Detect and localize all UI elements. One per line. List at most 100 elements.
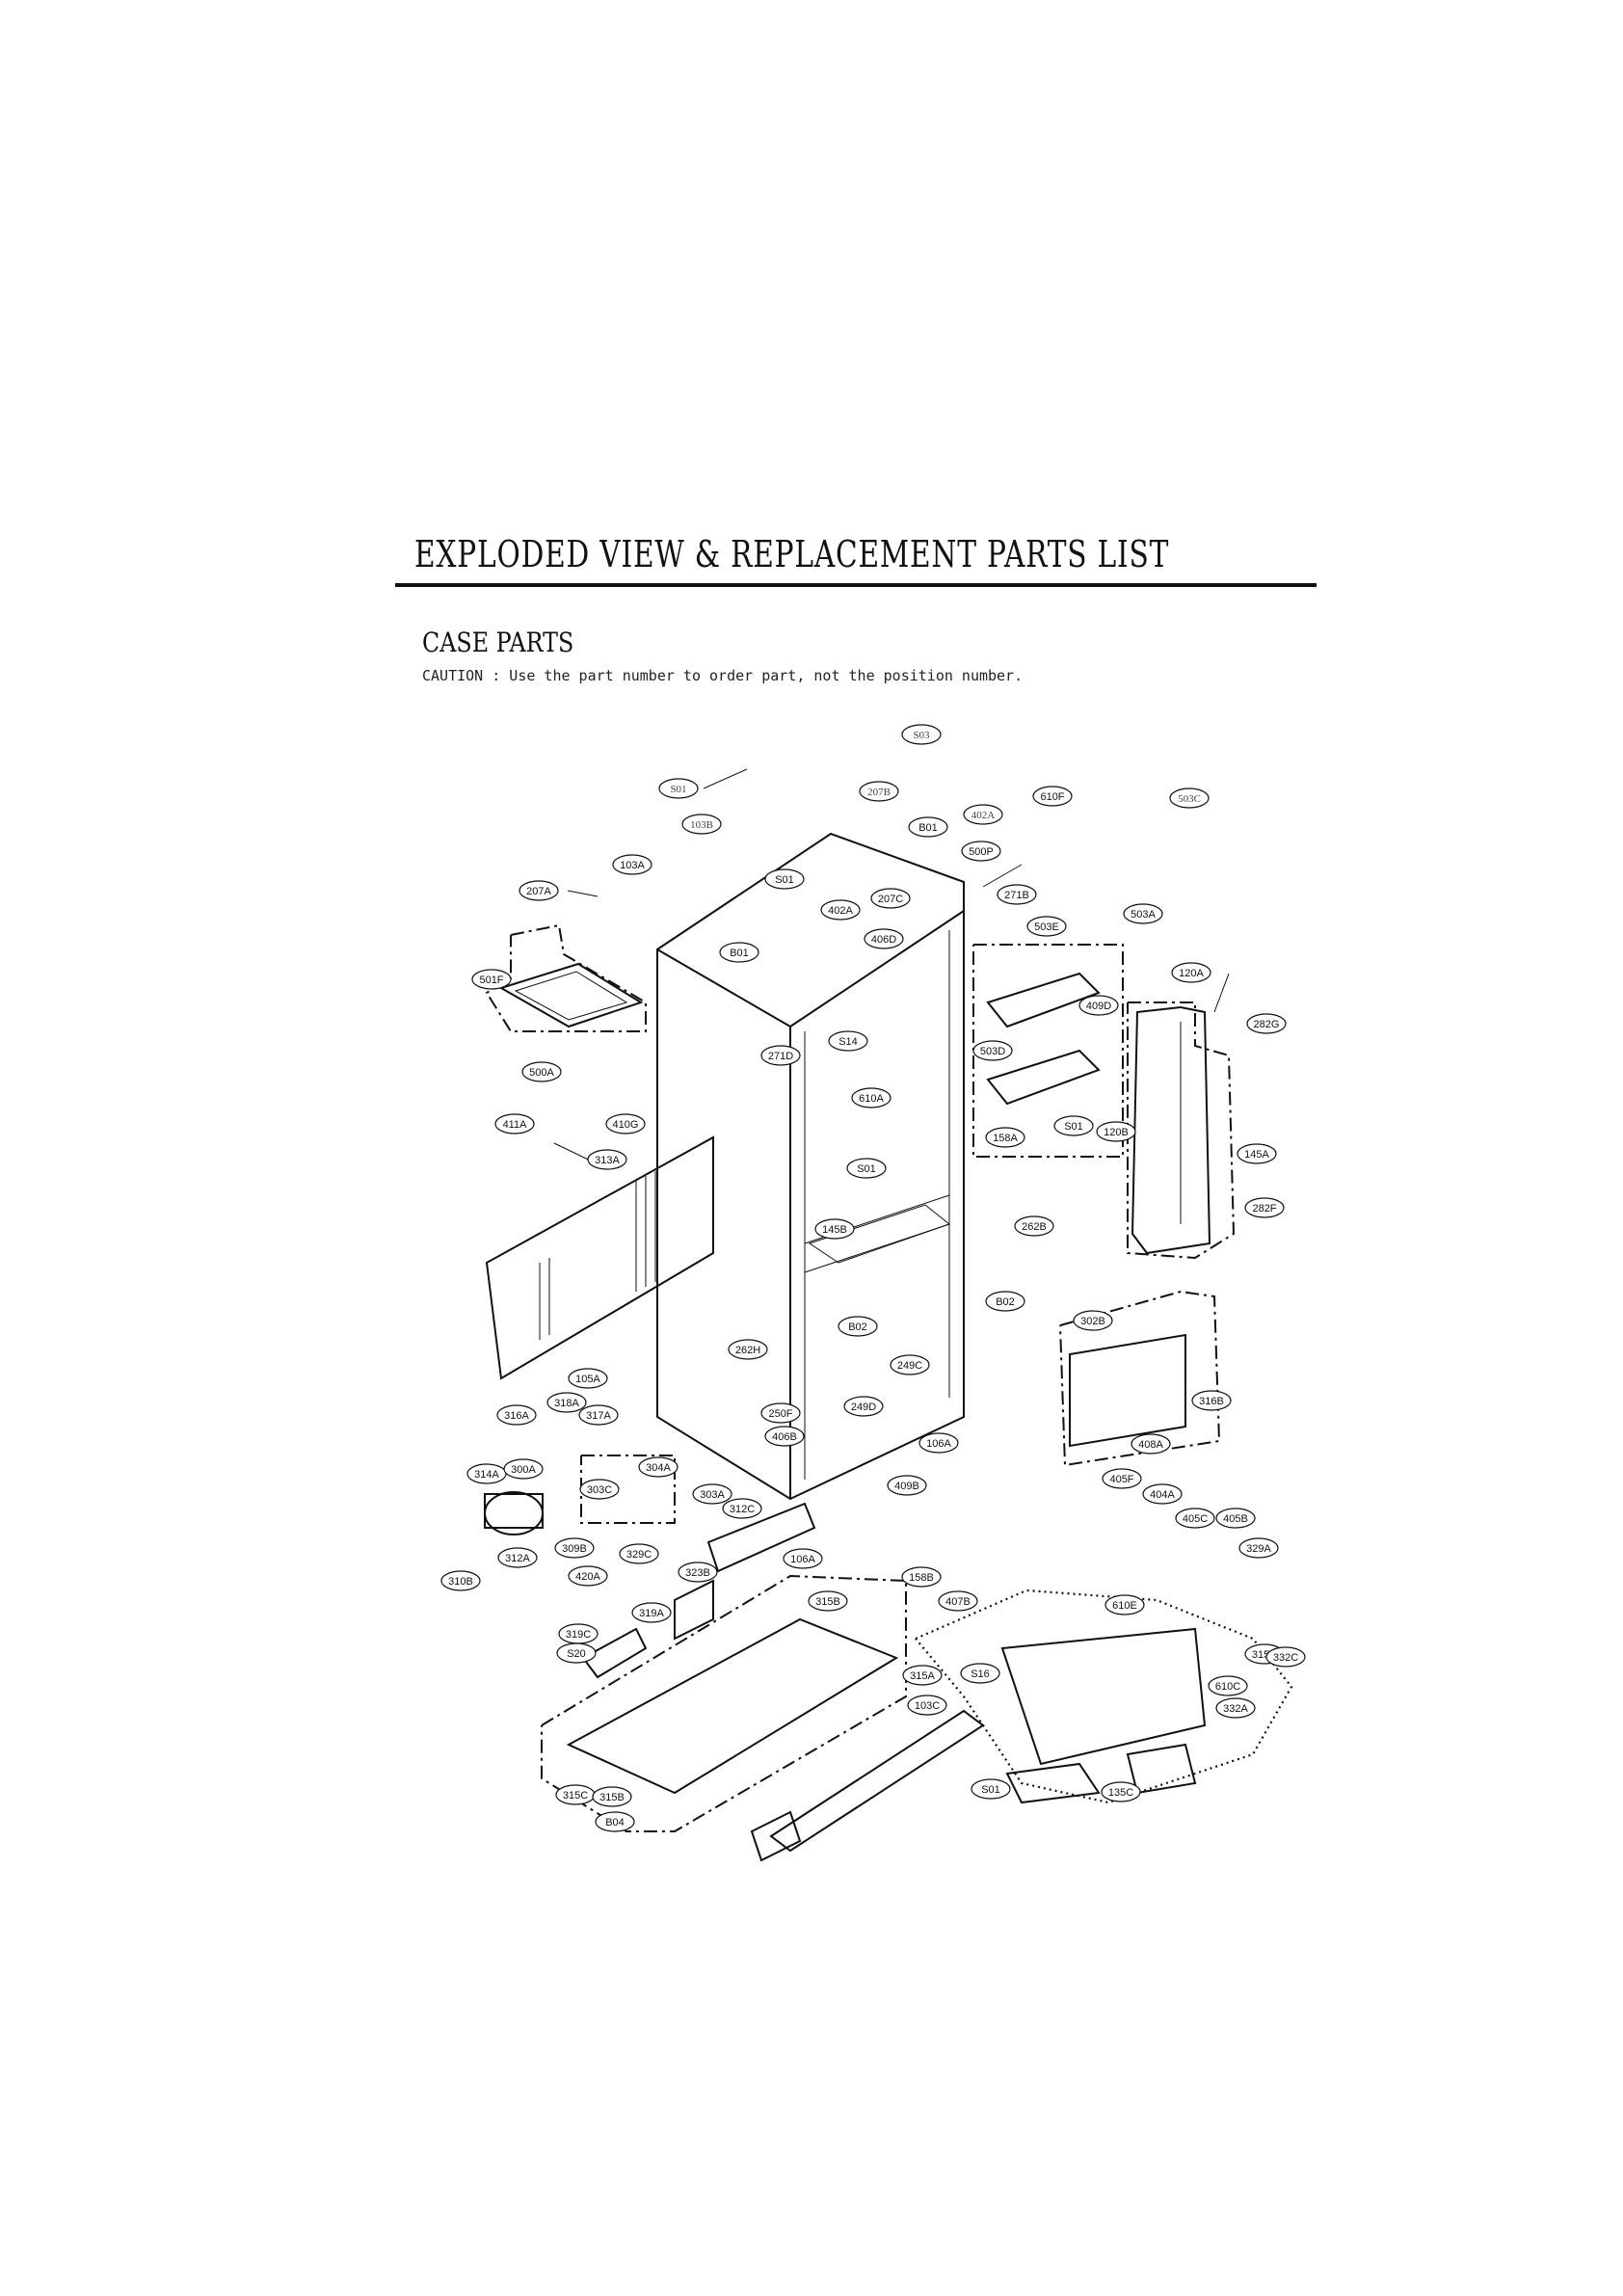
callout-304a: 304A	[638, 1456, 678, 1478]
callout-text: 207C	[878, 894, 903, 905]
callout-s01: S01	[1053, 1115, 1094, 1136]
callout-text: 315B	[815, 1596, 840, 1608]
callout-text: 207A	[526, 886, 551, 897]
callout-ellipse	[764, 1426, 805, 1447]
callout-s16: S16	[960, 1663, 1000, 1684]
callout-text: 271B	[1004, 890, 1029, 901]
callout-ellipse	[568, 1368, 608, 1389]
callout-text: 503A	[1131, 909, 1156, 921]
callout-408a: 408A	[1131, 1433, 1171, 1455]
callout-503c: 503C	[1169, 788, 1210, 809]
title-rule	[395, 583, 1317, 587]
callout-ellipse	[554, 1537, 595, 1559]
callout-text: B02	[848, 1322, 867, 1333]
callout-ellipse	[728, 1339, 768, 1360]
callout-303c: 303C	[579, 1479, 620, 1500]
machine-room-cover	[541, 1574, 907, 1832]
callout-ellipse	[1215, 1697, 1256, 1719]
callout-316a: 316A	[496, 1404, 537, 1426]
callout-text: 145B	[822, 1224, 847, 1236]
callout-120b: 120B	[1096, 1121, 1136, 1142]
callout-ellipse	[556, 1642, 597, 1664]
callout-ellipse	[638, 1456, 678, 1478]
callout-ellipse	[1169, 788, 1210, 809]
callout-ellipse	[963, 804, 1003, 825]
callout-ellipse	[521, 1061, 562, 1082]
callout-text: B04	[605, 1817, 625, 1829]
callout-text: 405F	[1109, 1474, 1133, 1485]
callout-text: 409B	[894, 1481, 919, 1492]
callout-text: 282G	[1254, 1019, 1280, 1030]
callout-ellipse	[722, 1498, 762, 1519]
callout-ellipse	[760, 1402, 801, 1424]
callout-312c: 312C	[722, 1498, 762, 1519]
callout-332a: 332A	[1215, 1697, 1256, 1719]
callout-text: 158B	[909, 1572, 934, 1584]
callout-ellipse	[496, 1404, 537, 1426]
callout-text: 120A	[1179, 968, 1204, 979]
callout-103b: 103B	[681, 814, 722, 835]
callout-ellipse	[605, 1113, 646, 1135]
callout-b02: B02	[985, 1291, 1025, 1312]
callout-ellipse	[681, 814, 722, 835]
callout-420a: 420A	[568, 1565, 608, 1587]
callout-ellipse	[851, 1087, 891, 1108]
callout-ellipse	[908, 816, 948, 838]
callout-ellipse	[814, 1218, 855, 1240]
callout-ellipse	[592, 1786, 632, 1807]
callout-ellipse	[1032, 786, 1073, 807]
callout-ellipse	[887, 1475, 927, 1496]
callout-402a: 402A	[963, 804, 1003, 825]
callout-text: 106A	[790, 1554, 815, 1565]
callout-158b: 158B	[901, 1566, 942, 1588]
callout-text: 405B	[1223, 1513, 1248, 1525]
callout-text: 303A	[700, 1489, 725, 1501]
callout-407b: 407B	[938, 1590, 978, 1612]
callout-ellipse	[902, 1665, 943, 1686]
callout-315b: 315B	[592, 1786, 632, 1807]
caution-note: CAUTION : Use the part number to order p…	[422, 667, 1024, 684]
callout-ellipse	[519, 880, 559, 901]
callout-text: 249D	[851, 1402, 876, 1413]
callout-ellipse	[631, 1602, 672, 1623]
callout-ellipse	[859, 781, 899, 802]
callout-text: S20	[567, 1648, 586, 1660]
callout-text: 315C	[563, 1790, 588, 1802]
callout-s14: S14	[828, 1030, 868, 1052]
callout-ellipse	[985, 1291, 1025, 1312]
callout-text: 323B	[685, 1567, 710, 1579]
callout-ellipse	[1237, 1143, 1277, 1164]
callout-610a: 610A	[851, 1087, 891, 1108]
callout-262h: 262H	[728, 1339, 768, 1360]
callout-ellipse	[1246, 1013, 1287, 1034]
callout-text: S14	[838, 1036, 858, 1048]
callout-text: B02	[996, 1296, 1015, 1308]
page-title: EXPLODED VIEW & REPLACEMENT PARTS LIST	[414, 533, 1170, 575]
callout-302b: 302B	[1073, 1310, 1113, 1331]
callout-145b: 145B	[814, 1218, 855, 1240]
callout-ellipse	[1131, 1433, 1171, 1455]
callout-303a: 303A	[692, 1483, 732, 1505]
callout-b02: B02	[838, 1316, 878, 1337]
callout-text: 319A	[639, 1608, 664, 1619]
callout-s01: S01	[764, 868, 805, 890]
callout-text: 408A	[1138, 1439, 1163, 1451]
callout-ellipse	[719, 942, 759, 963]
callout-ellipse	[612, 854, 652, 875]
callout-ellipse	[503, 1458, 544, 1480]
callout-ellipse	[972, 1040, 1013, 1061]
callout-ellipse	[838, 1316, 878, 1337]
callout-ellipse	[901, 1566, 942, 1588]
callout-ellipse	[1244, 1197, 1285, 1218]
callout-120a: 120A	[1171, 962, 1211, 983]
callout-145a: 145A	[1237, 1143, 1277, 1164]
callout-262b: 262B	[1014, 1215, 1054, 1237]
callout-text: 250F	[768, 1408, 792, 1420]
callout-106a: 106A	[918, 1432, 959, 1454]
callout-106a: 106A	[783, 1548, 823, 1569]
callout-315a: 315A	[902, 1665, 943, 1686]
callout-text: 313A	[595, 1155, 620, 1166]
callout-282g: 282G	[1246, 1013, 1287, 1034]
callout-250f: 250F	[760, 1402, 801, 1424]
